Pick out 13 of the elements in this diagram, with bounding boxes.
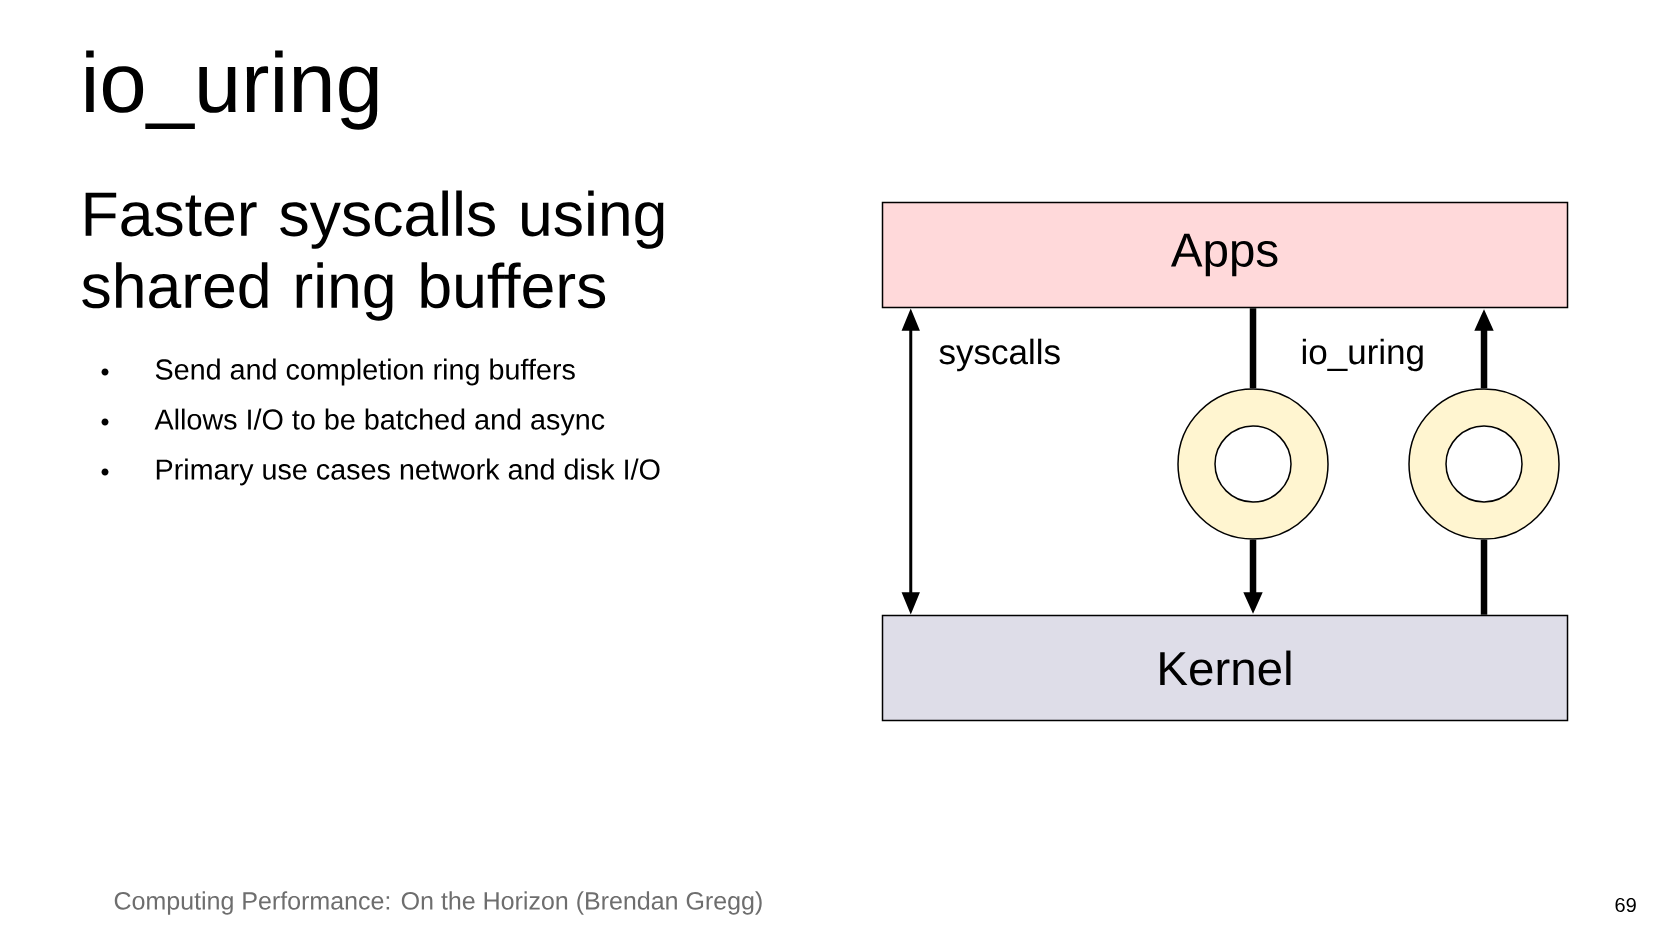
layer-box: Apps: [881, 201, 1569, 309]
page-number: 69: [1615, 897, 1636, 913]
bullet-item: Send and completion ring buffers: [155, 358, 575, 386]
flow-label: io_uring: [1302, 338, 1423, 372]
flow-label: syscalls: [939, 338, 1060, 372]
slide-title: io_uring: [86, 50, 378, 130]
layer-box: Kernel: [881, 614, 1569, 722]
bullet-item: Primary use cases network and disk I/O: [156, 458, 660, 486]
ring-buffer-drawing: [1408, 388, 1560, 540]
ring-buffer-drawing: [1177, 388, 1329, 540]
footer-text: Computing Performance: On the Horizon (Brendan Gregg): [114, 891, 762, 915]
subtitle: Faster syscalls using shared ring buffers: [82, 190, 664, 321]
bullet-item: Allows I/O to be batched and async: [154, 408, 605, 436]
